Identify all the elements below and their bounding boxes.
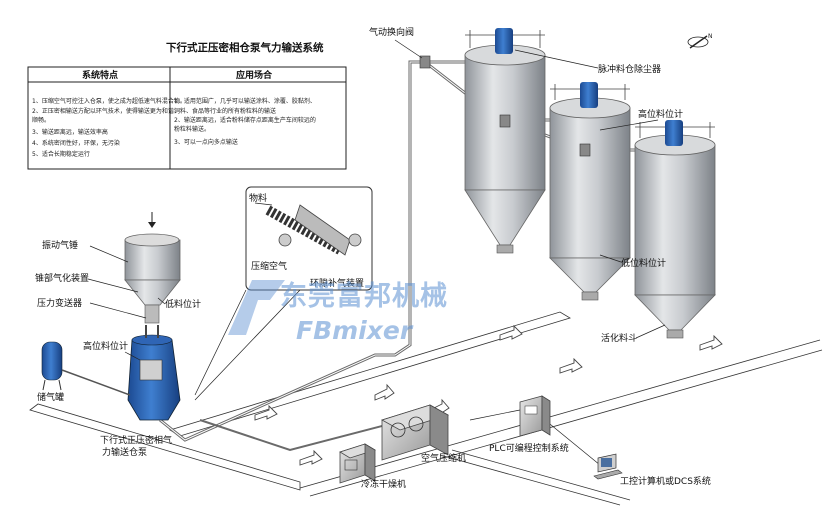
- freeze-dryer: [339, 443, 376, 484]
- application-line: 1、适用范围广，几乎可以输送涂料、涂覆、胶黏剂、: [174, 97, 316, 105]
- plc-label: PLC可编程控制系统: [489, 442, 569, 454]
- silo-2: [549, 82, 631, 301]
- arrow-icon: [299, 449, 323, 466]
- compressed-air-label: 压缩空气: [251, 260, 287, 272]
- fan-icon: [408, 416, 424, 432]
- flow-arrows: [254, 324, 723, 466]
- feed-hopper: [124, 212, 181, 324]
- feature-table: 下行式正压密相仓泵气力输送系统 系统特点 应用场合 1、压缩空气可控注入仓泵，使…: [27, 41, 347, 170]
- feature-line: 4、系统密闭性好，环保，无污染: [32, 139, 120, 147]
- fb-logo-icon: [228, 280, 285, 335]
- high-level-right-label: 高位料位计: [638, 108, 683, 120]
- dust-collector-label: 脉冲料仓除尘器: [598, 63, 661, 75]
- feature-line: 顺畅。: [32, 116, 50, 124]
- high-level-left-label: 高位料位计: [83, 340, 128, 352]
- table-header-features: 系统特点: [82, 69, 118, 81]
- low-level-right-label: 低位料位计: [621, 257, 666, 269]
- compressor-label: 空气压缩机: [421, 452, 466, 464]
- vibrator-label: 振动气锤: [42, 239, 78, 251]
- dcs-computer: [593, 453, 623, 480]
- activation-cone-label: 活化料斗: [601, 332, 637, 344]
- silo-1: [464, 28, 546, 254]
- watermark-brand: FBmixer: [296, 316, 414, 345]
- dcs-label: 工控计算机或DCS系统: [620, 475, 711, 487]
- dust-collector-2: [580, 82, 598, 108]
- feature-line: 2、正压密相输送方配以环气技术，使得输送更为和谐、: [32, 107, 180, 115]
- pneumatic-valve-label: 气动换向阀: [369, 26, 414, 38]
- dust-collector-3: [665, 120, 683, 146]
- application-line: 粉粒料输送。: [174, 125, 210, 133]
- features-list: 1、压缩空气可控注入仓泵，使之成为超低速气料混合物。 2、正压密相输送方配以环气…: [32, 97, 186, 158]
- pressure-transmitter-label: 压力变送器: [37, 297, 82, 309]
- application-line: 3、可以一点向多点输送: [174, 138, 238, 146]
- pump-name-line1: 下行式正压密相气: [100, 434, 172, 446]
- svg-text:N: N: [708, 33, 713, 40]
- cone-aerator-label: 锥部气化装置: [35, 272, 89, 284]
- callouts: 气动换向阀 脉冲料仓除尘器 高位料位计 低位料位计 活化料斗 振动气锤 锥部气化…: [35, 26, 711, 490]
- keyboard-icon: [593, 469, 623, 480]
- feature-line: 1、压缩空气可控注入仓泵，使之成为超低速气料混合物。: [32, 97, 186, 105]
- arrow-icon: [499, 324, 523, 341]
- feature-line: 3、输送距离远，输送效率高: [32, 128, 108, 136]
- air-tank-label: 储气罐: [37, 391, 64, 403]
- arrow-icon: [374, 383, 395, 401]
- valve-markers: [419, 55, 591, 157]
- feature-line: 5、适合长期稳定运行: [32, 150, 90, 158]
- booster-inset: 物料 压缩空气 环隙补气装置: [194, 186, 373, 401]
- watermark: 东莞富邦机械 FBmixer: [228, 280, 448, 345]
- application-line: 2、输送距离远，适合粉料储存点距离生产车间较远的: [174, 116, 316, 124]
- dryer-label: 冷冻干燥机: [361, 478, 406, 490]
- application-line: 饲料、食品等行业的所有粉粒料的输送: [174, 107, 276, 115]
- table-header-applications: 应用场合: [236, 69, 273, 81]
- conveying-pump: [127, 325, 181, 421]
- booster-label: 环隙补气装置: [310, 277, 364, 289]
- silo-3: [634, 120, 716, 339]
- applications-list: 1、适用范围广，几乎可以输送涂料、涂覆、胶黏剂、 饲料、食品等行业的所有粉粒料的…: [174, 97, 316, 146]
- pump-name-line2: 力输送仓泵: [102, 446, 147, 458]
- fan-icon: [390, 422, 406, 438]
- dust-collector-1: [495, 28, 513, 54]
- arrow-icon: [699, 334, 723, 351]
- arrow-icon: [254, 404, 278, 421]
- watermark-chinese: 东莞富邦机械: [280, 280, 448, 312]
- air-compressor: [380, 404, 450, 461]
- material-label: 物料: [249, 192, 267, 204]
- low-level-left-label: 低料位计: [165, 298, 201, 310]
- table-title: 下行式正压密相仓泵气力输送系统: [166, 41, 324, 54]
- air-tank: [41, 341, 131, 396]
- arrow-icon: [559, 357, 583, 374]
- plc-cabinet: [519, 395, 551, 437]
- north-icon: N: [687, 33, 713, 49]
- monitor-icon: [601, 458, 612, 467]
